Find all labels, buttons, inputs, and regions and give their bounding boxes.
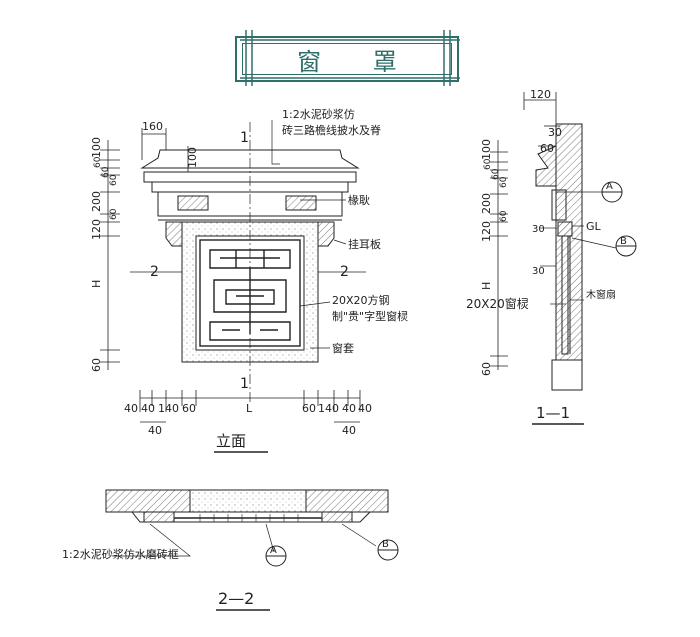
dim-top-100: 100 [186,147,199,168]
dim-60b: 60 [101,166,111,178]
s11-dim-120: 120 [530,88,551,101]
dim-bottom-r1: 60 [302,402,316,415]
wall-left [105,489,191,513]
s11-dim-60: 60 [540,142,554,155]
lintel-gl [557,221,573,237]
page-title: 窗 罩 [297,47,419,76]
s11-grille: 20X20窗棂 [466,296,529,311]
title-frame: 窗 罩 [235,36,459,82]
s11-callout-b: B [620,236,627,247]
s11-dim-60c: 60 [499,176,509,188]
s11-dim-120: 120 [480,221,493,242]
section-2-2-caption: 2—2 [218,589,254,608]
elevation-view [100,120,366,453]
dim-bottom-l2: 40 [141,402,155,415]
section-mark-left: 2 [150,264,159,280]
section-1-1-left-dimension [490,140,508,370]
s22-callout-a: A [270,545,277,556]
note-grille-2: 制"贵"字型窗棂 [332,309,408,323]
dim-bottom-r4: 40 [358,402,372,415]
section-mark-right: 2 [340,264,349,280]
s11-dim-60e: 60 [480,362,493,376]
dim-bottom-r3: 40 [342,402,356,415]
dim-60d: 60 [109,208,119,220]
note-casing: 窗套 [332,341,354,355]
dim-bottom-l1: 40 [124,402,138,415]
s22-callout-b: B [382,539,389,550]
section-2-2-labels: 1:2水泥砂浆仿水磨砖框 A B 2—2 [62,539,389,608]
rafter-ornament-left [177,195,209,211]
dim-160: 160 [142,120,163,133]
elevation-labels: 1:2水泥砂浆仿 砖三路檐线披水及脊 椽耿 挂耳板 20X20方钢 制"贵"字型… [90,107,408,450]
dim-60e: 60 [90,358,103,372]
section-1-1-labels: 120 30 60 A B GL 30 30 20X20窗棂 木窗扇 100 6… [466,88,627,422]
note-grille-1: 20X20方钢 [332,293,390,307]
elevation-caption: 立面 [216,432,246,450]
note-plaster-2: 砖三路檐线披水及脊 [282,123,381,137]
elevation-left-dimension [100,140,120,370]
rafter-profile [551,189,567,221]
s11-dim-30b: 30 [532,266,545,277]
dim-below-left: 40 [148,424,162,437]
wall-section [555,123,583,391]
dim-60c: 60 [109,174,119,186]
s11-dim-H: H [480,282,493,290]
s22-note: 1:2水泥砂浆仿水磨砖框 [62,547,179,561]
note-plaster-1: 1:2水泥砂浆仿 [282,107,355,121]
s11-gl: GL [586,220,602,233]
section-1-1-caption: 1—1 [536,404,570,422]
note-ear-board: 挂耳板 [348,237,381,251]
s11-callout-a: A [606,181,613,192]
ear-board-right [317,221,335,247]
s11-dim-100: 100 [480,139,493,160]
dim-bottom-l4: 60 [182,402,196,415]
wall-right [305,489,389,513]
dim-60a: 60 [93,156,103,168]
dim-bottom-r2: 140 [318,402,339,415]
s11-dim-60a: 60 [483,158,493,170]
rafter-ornament-right [285,195,317,211]
dim-H: H [90,280,103,288]
dim-below-right: 40 [342,424,356,437]
dim-120: 120 [90,219,103,240]
title-decoration [240,30,460,86]
s11-dim-60d: 60 [499,210,509,222]
section-2-2-view [105,489,399,611]
elevation-bottom-dimension [139,390,361,423]
section-1-1-view [490,92,637,425]
note-rafter: 椽耿 [348,193,370,207]
ear-board-left [165,221,183,247]
window-sash [561,235,569,355]
elevation-leaders [271,120,347,349]
section-mark-top: 1 [240,130,249,146]
section-mark-bottom: 1 [240,376,249,392]
s11-sash: 木窗扇 [586,288,616,301]
title-inner-frame: 窗 罩 [242,43,452,76]
dim-bottom-L: L [246,402,253,415]
dim-200: 200 [90,191,103,212]
plan-outline [106,511,388,523]
eave-roof [140,149,360,169]
s11-dim-30: 30 [548,126,562,139]
dim-bottom-l3: 140 [158,402,179,415]
s11-dim-60b: 60 [491,168,501,180]
s11-dim-200: 200 [480,193,493,214]
s11-dim-30a: 30 [532,224,545,235]
dim-100: 100 [90,137,103,158]
